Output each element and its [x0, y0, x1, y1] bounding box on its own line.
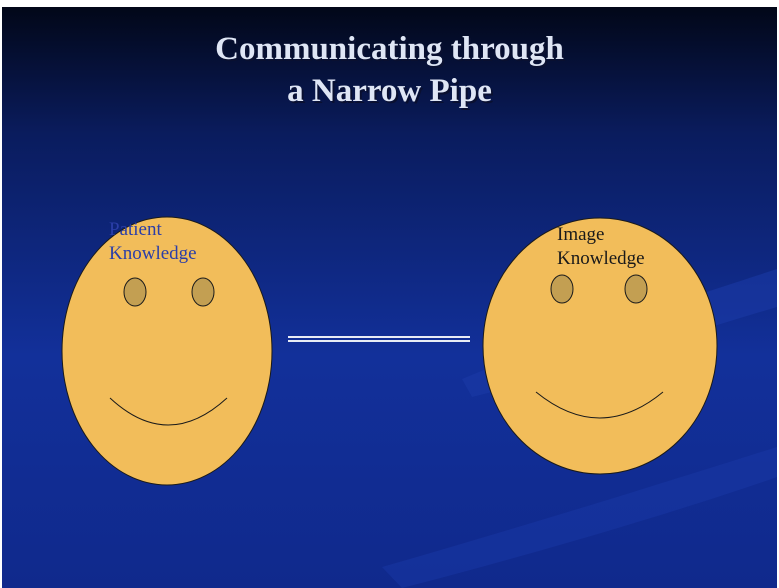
left-label-line-2: Knowledge	[109, 243, 197, 264]
slide-title: Communicating through a Narrow Pipe	[0, 28, 779, 112]
patient-knowledge-label: Patient Knowledge	[109, 218, 197, 266]
right-label-line-1: Image	[557, 224, 605, 245]
left-face-smile	[109, 397, 228, 426]
right-face-left-eye	[550, 274, 574, 304]
right-face	[482, 217, 718, 475]
left-face-right-eye	[191, 277, 215, 307]
title-line-1: Communicating through	[215, 31, 564, 67]
left-label-line-1: Patient	[109, 219, 162, 240]
right-face-right-eye	[624, 274, 648, 304]
right-face-head	[482, 217, 718, 475]
right-label-line-2: Knowledge	[557, 248, 645, 269]
left-face-head	[61, 216, 273, 486]
narrow-pipe	[288, 336, 470, 342]
title-line-2: a Narrow Pipe	[287, 73, 492, 109]
right-face-smile	[535, 391, 664, 419]
left-face-left-eye	[123, 277, 147, 307]
left-face	[61, 216, 273, 486]
image-knowledge-label: Image Knowledge	[557, 223, 645, 271]
